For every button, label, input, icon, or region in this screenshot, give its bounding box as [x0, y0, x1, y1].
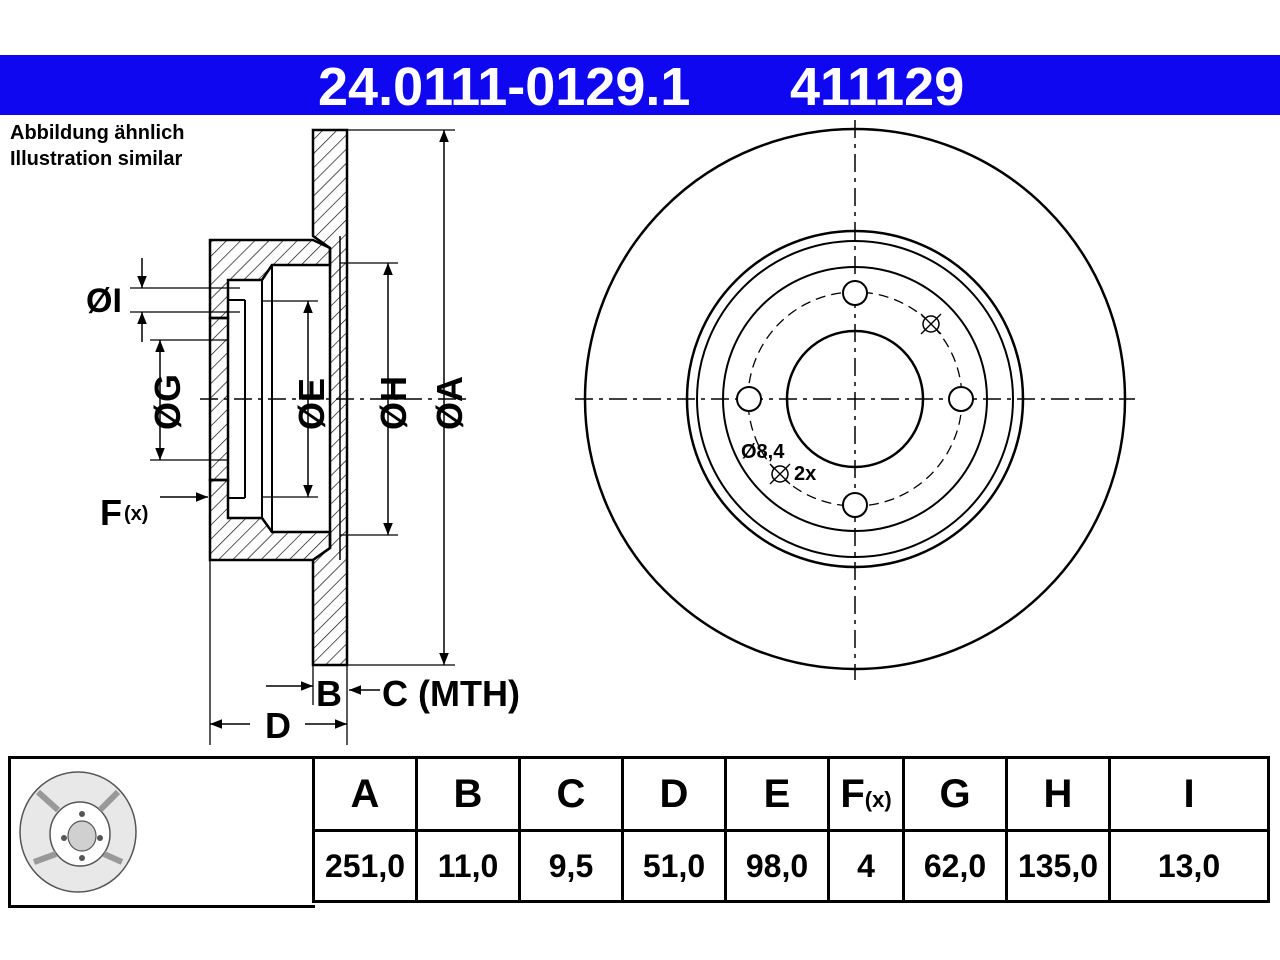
illustration-note-de: Abbildung ähnlich: [10, 122, 185, 144]
disc-thumbnail-icon: [19, 771, 137, 893]
disc-outer-edge: [583, 127, 1127, 671]
disc-hat-bottom: [208, 478, 332, 562]
spec-value-f: 4: [827, 829, 905, 903]
label-dim-d: D: [265, 705, 291, 746]
bolt-hole-left: [736, 386, 762, 412]
spec-header-d: D: [621, 756, 727, 832]
header-bar: [0, 55, 1280, 115]
illustration-note-en: Illustration similar: [10, 148, 183, 170]
part-number: 24.0111-0129.1: [318, 57, 691, 117]
spec-value-h: 135,0: [1005, 829, 1111, 903]
spec-value-i: 13,0: [1108, 829, 1270, 903]
hat-inner: [722, 266, 988, 532]
hat-outer: [696, 240, 1014, 558]
spec-value-a: 251,0: [312, 829, 418, 903]
label-dim-h: ØH: [373, 376, 414, 430]
label-dim-a: ØA: [429, 376, 470, 430]
spec-value-d: 51,0: [621, 829, 727, 903]
spec-value-row: 251,0 11,0 9,5 51,0 98,0 4 62,0 135,0 13…: [312, 829, 1270, 903]
bolt-hole-right: [948, 386, 974, 412]
disc-hat-top: [208, 238, 332, 320]
center-bore: [785, 329, 925, 469]
spec-header-f-letter: F: [840, 771, 865, 816]
label-dim-b: B: [316, 673, 342, 714]
front-view: Ø8,4 2x: [575, 120, 1135, 680]
spec-value-g: 62,0: [902, 829, 1008, 903]
label-dim-e: ØE: [291, 378, 332, 430]
spec-value-e: 98,0: [724, 829, 830, 903]
spec-header-f: F(x): [827, 756, 905, 832]
spec-header-i: I: [1108, 756, 1270, 832]
label-hole-diameter: Ø8,4: [741, 441, 785, 463]
spec-header-b: B: [415, 756, 521, 832]
spec-table: A B C D E F(x) G H I 251,0 11,0 9,5 51,0…: [312, 756, 1270, 903]
spec-value-b: 11,0: [415, 829, 521, 903]
thumbnail-cell: [8, 756, 315, 908]
label-dim-f: F: [100, 492, 122, 533]
spec-header-f-sub: (x): [864, 786, 892, 812]
spec-header-e: E: [724, 756, 830, 832]
cross-section-view: ØI ØG ØE ØH ØA F (x) B: [86, 128, 520, 746]
reference-number: 411129: [790, 57, 965, 117]
bolt-hole-top: [842, 280, 868, 306]
spec-value-c: 9,5: [518, 829, 624, 903]
spec-header-row: A B C D E F(x) G H I: [312, 756, 1270, 832]
spec-header-h: H: [1005, 756, 1111, 832]
label-dim-c: C (MTH): [382, 673, 520, 714]
label-hole-count: 2x: [794, 463, 816, 485]
spec-header-a: A: [312, 756, 418, 832]
bolt-hole-bottom: [842, 492, 868, 518]
label-dim-i: ØI: [86, 282, 122, 320]
disc-hub-face: [208, 316, 230, 482]
spec-header-g: G: [902, 756, 1008, 832]
friction-ring-inner: [685, 229, 1025, 569]
label-dim-g: ØG: [147, 374, 188, 430]
label-dim-f-sub: (x): [124, 503, 148, 525]
spec-header-c: C: [518, 756, 624, 832]
